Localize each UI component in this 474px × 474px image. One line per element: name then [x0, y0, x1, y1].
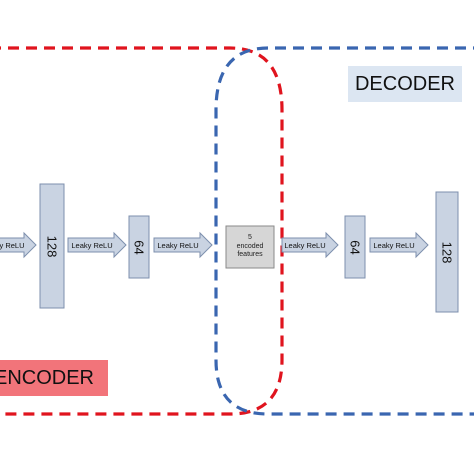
- decoder-layer-128: 128: [436, 192, 458, 312]
- arrow-decoder-1: [281, 231, 339, 259]
- encoded-features-line2: encoded: [236, 242, 264, 250]
- decoder-layer-64-block: [344, 215, 366, 279]
- encoder-layer-128: 128: [40, 184, 64, 308]
- arrow-encoder-2-label: Leaky ReLU: [157, 240, 199, 250]
- encoder-layer-64-block: [128, 215, 150, 279]
- arrow-encoder-1: [67, 231, 127, 259]
- arrow-encoder-2: [153, 231, 213, 259]
- arrow-decoder-2-label: Leaky ReLU: [373, 240, 415, 250]
- encoded-features-line3: features: [237, 251, 263, 259]
- arrow-left-partial-label: y ReLU: [0, 240, 25, 250]
- arrow-left-partial: [0, 231, 37, 259]
- arrow-encoder-1-label: Leaky ReLU: [71, 240, 113, 250]
- encoder-boundary: [0, 46, 284, 416]
- encoder-layer-64-text: 64: [131, 239, 147, 255]
- arrow-decoder-2: [369, 231, 429, 259]
- decoder-boundary: [214, 46, 474, 416]
- decoder-layer-64: 64: [345, 216, 365, 278]
- encoder-label-text: ENCODER: [0, 366, 94, 389]
- decoder-layer-128-block: [435, 191, 459, 313]
- encoder-layer-128-block: [39, 183, 65, 309]
- encoder-layer-128-text: 128: [44, 235, 60, 257]
- encoded-features-block: [225, 225, 275, 269]
- decoder-layer-64-text: 64: [347, 239, 363, 255]
- encoded-features: 5 encoded features: [226, 226, 274, 268]
- arrow-decoder-1-label: Leaky ReLU: [284, 240, 326, 250]
- encoded-features-count: 5: [248, 234, 252, 242]
- encoder-label: ENCODER: [0, 360, 108, 396]
- decoder-label-text: DECODER: [354, 72, 455, 95]
- decoder-label: DECODER: [348, 66, 462, 102]
- decoder-layer-128-text: 128: [439, 241, 455, 263]
- encoder-layer-64: 64: [129, 216, 149, 278]
